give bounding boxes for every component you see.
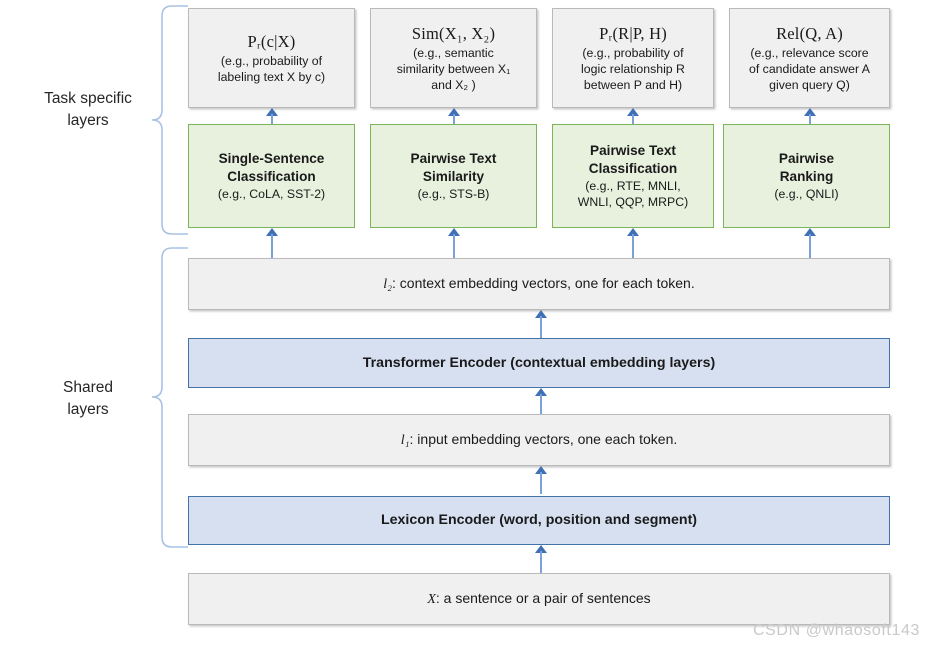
- shared-row-transformer-encoder: Transformer Encoder (contextual embeddin…: [188, 338, 890, 388]
- output-desc-3-line-1: of candidate answer A: [749, 61, 870, 76]
- arrow-task-to-output-3: [803, 108, 817, 124]
- side-label-task-specific-line2: layers: [67, 112, 109, 130]
- task-heading-3-line-1: Ranking: [779, 168, 834, 184]
- side-label-shared-layers: Shared layers: [8, 377, 168, 422]
- output-desc-2-line-0: (e.g., probability of: [582, 45, 684, 60]
- arrow-transformer-to-l2: [534, 310, 548, 338]
- arrow-l2-to-task-2: [626, 228, 640, 258]
- output-formula-0: Pᵣ(c|X): [247, 31, 296, 51]
- task-heading-0-line-0: Single-Sentence: [218, 150, 325, 166]
- task-box-pairwise-text-similarity: Pairwise Text Similarity (e.g., STS-B): [370, 124, 537, 228]
- task-box-single-sentence-classification: Single-Sentence Classification (e.g., Co…: [188, 124, 355, 228]
- brace-task-specific-layers: [151, 5, 188, 235]
- task-heading-1-line-1: Similarity: [422, 168, 485, 184]
- shared-row-input-sentence: X: a sentence or a pair of sentences: [188, 573, 890, 625]
- arrow-task-to-output-1: [447, 108, 461, 124]
- arrow-l2-to-task-3: [803, 228, 817, 258]
- output-formula-3: Rel(Q, A): [776, 23, 843, 43]
- output-desc-0-line-0: (e.g., probability of: [220, 53, 323, 68]
- task-heading-1-line-0: Pairwise Text: [410, 150, 497, 166]
- output-desc-3-line-2: given query Q): [769, 77, 850, 92]
- shared-row-2-text: l₁: input embedding vectors, one each to…: [401, 430, 678, 450]
- task-examples-2-line-1: WNLI, QQP, MRPC): [577, 194, 689, 209]
- task-examples-0-line-0: (e.g., CoLA, SST-2): [217, 186, 326, 201]
- output-box-pairwise-classification: Pᵣ(R|P, H) (e.g., probability of logic r…: [552, 8, 714, 108]
- output-desc-3-line-0: (e.g., relevance score: [750, 45, 869, 60]
- arrow-l2-to-task-1: [447, 228, 461, 258]
- task-examples-3-line-0: (e.g., QNLI): [774, 186, 839, 201]
- output-desc-2-line-2: between P and H): [583, 77, 683, 92]
- arrow-l1-to-transformer: [534, 388, 548, 416]
- output-desc-1-line-0: (e.g., semantic: [413, 45, 494, 60]
- shared-row-4-body: : a sentence or a pair of sentences: [435, 589, 651, 606]
- task-examples-1-line-0: (e.g., STS-B): [417, 186, 490, 201]
- shared-row-0-symbol: l₂: [383, 276, 392, 292]
- output-box-ranking: Rel(Q, A) (e.g., relevance score of cand…: [729, 8, 890, 108]
- shared-row-2-symbol: l₁: [400, 432, 410, 448]
- side-label-shared-line2: layers: [67, 401, 109, 419]
- shared-row-l2-context-embedding: l₂: context embedding vectors, one for e…: [188, 258, 890, 310]
- task-examples-2-line-0: (e.g., RTE, MNLI,: [585, 178, 681, 193]
- task-heading-3-line-0: Pairwise: [778, 150, 835, 166]
- arrow-lexicon-to-l1: [534, 466, 548, 494]
- side-label-shared-line1: Shared: [63, 379, 113, 396]
- shared-row-lexicon-encoder: Lexicon Encoder (word, position and segm…: [188, 496, 890, 545]
- shared-row-3-body: Lexicon Encoder (word, position and segm…: [380, 512, 698, 529]
- arrow-task-to-output-2: [626, 108, 640, 124]
- output-box-single-sentence: Pᵣ(c|X) (e.g., probability of labeling t…: [188, 8, 355, 108]
- watermark-csdn: CSDN @whaosoft143: [753, 622, 920, 639]
- arrow-l2-to-task-0: [265, 228, 279, 258]
- brace-shared-layers: [151, 247, 188, 548]
- arrow-task-to-output-0: [265, 108, 279, 124]
- output-desc-1-line-2: and X₂ ): [431, 77, 476, 92]
- task-box-pairwise-ranking: Pairwise Ranking (e.g., QNLI): [723, 124, 890, 228]
- task-heading-0-line-1: Classification: [227, 168, 316, 184]
- task-box-pairwise-text-classification: Pairwise Text Classification (e.g., RTE,…: [552, 124, 714, 228]
- shared-row-0-text: l₂: context embedding vectors, one for e…: [383, 274, 695, 294]
- shared-row-l1-input-embedding: l₁: input embedding vectors, one each to…: [188, 414, 890, 466]
- shared-row-1-body: Transformer Encoder (contextual embeddin…: [362, 354, 716, 371]
- arrow-input-to-lexicon: [534, 545, 548, 573]
- task-heading-2-line-0: Pairwise Text: [590, 142, 676, 158]
- output-formula-2: Pᵣ(R|P, H): [599, 23, 667, 43]
- output-desc-2-line-1: logic relationship R: [581, 61, 685, 76]
- shared-row-2-body: : input embedding vectors, one each toke…: [409, 430, 678, 447]
- shared-row-4-symbol: X: [427, 591, 436, 607]
- output-desc-0-line-1: labeling text X by c): [217, 69, 326, 84]
- task-heading-2-line-1: Classification: [588, 160, 678, 176]
- output-formula-1: Sim(X₁, X₂): [411, 23, 496, 43]
- side-label-task-specific-line1: Task specific: [44, 90, 132, 107]
- output-box-similarity: Sim(X₁, X₂) (e.g., semantic similarity b…: [370, 8, 537, 108]
- output-desc-1-line-1: similarity between X₁: [396, 61, 511, 76]
- shared-row-0-body: : context embedding vectors, one for eac…: [392, 274, 695, 291]
- side-label-task-specific-layers: Task specific layers: [8, 88, 168, 133]
- shared-row-4-text: X: a sentence or a pair of sentences: [427, 589, 650, 609]
